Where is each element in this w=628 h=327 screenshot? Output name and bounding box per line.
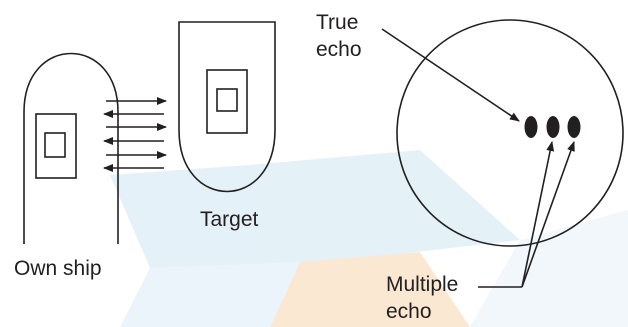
- true-echo-pointer: [381, 28, 520, 122]
- true-echo-label-line2: echo: [316, 38, 362, 61]
- true-echo-blip: [524, 116, 538, 138]
- multiple-echo-pointer: [521, 141, 575, 288]
- target-label: Target: [200, 208, 259, 231]
- background-watermark: [110, 150, 628, 327]
- radar-screen-circle: [396, 19, 624, 247]
- multiple-echo-label-line2: echo: [386, 300, 432, 323]
- target-ship-inner-cabin: [216, 88, 238, 112]
- multiple-echo-blip: [546, 116, 560, 138]
- target-ship-outer-cabin: [206, 69, 248, 134]
- own-ship-hull: [23, 52, 119, 244]
- true-echo-label-line1: True: [316, 11, 358, 34]
- own-ship-inner-cabin: [44, 132, 66, 158]
- multiple-echo-label-line1: Multiple: [386, 273, 458, 296]
- own-ship-label: Own ship: [14, 257, 102, 280]
- echo-arrows: [103, 97, 167, 172]
- own-ship-outer-cabin: [35, 113, 77, 179]
- radar-display: [396, 19, 624, 247]
- multiple-echo-pointer: [521, 141, 555, 288]
- multiple-echo-blip: [567, 116, 581, 138]
- target-ship-hull: [178, 21, 276, 193]
- leader-lines: [381, 28, 575, 288]
- target-ship: [178, 21, 276, 193]
- own-ship: [23, 52, 119, 244]
